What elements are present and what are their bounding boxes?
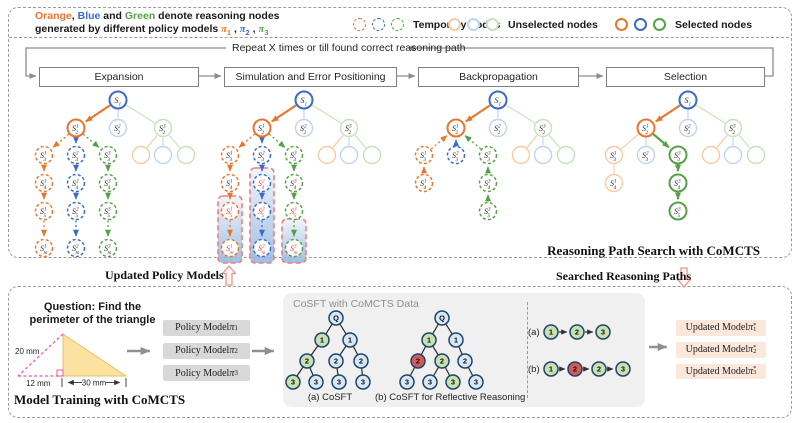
legend-note-part: Green xyxy=(124,10,156,22)
updated-model-box-2: Updated Model π*2 xyxy=(676,342,766,358)
tmp-node-icon xyxy=(391,18,404,31)
legend-note-part: , xyxy=(231,23,240,36)
tmp-node-icon xyxy=(372,18,385,31)
legend-note-part: 2 xyxy=(245,28,250,38)
up-arrow-icon xyxy=(221,265,237,286)
legend-item-label: Selected nodes xyxy=(675,18,753,31)
legend-note-part: 1 xyxy=(226,28,232,38)
repeat-label: Repeat X times or till found correct rea… xyxy=(232,42,466,54)
legend-note-part: denote reasoning nodes xyxy=(155,10,280,22)
tmp-node-icon xyxy=(353,18,366,31)
legend-note-part: and xyxy=(100,10,125,22)
top-section-border xyxy=(8,7,792,258)
legend-note-part: Orange xyxy=(35,10,72,22)
legend-item-un: Unselected nodes xyxy=(448,18,598,31)
legend-note-part: π xyxy=(239,24,246,36)
question-text: Question: Find the perimeter of the tria… xyxy=(29,301,156,327)
caption-searched-reasoning-paths: Searched Reasoning Paths xyxy=(556,269,692,283)
legend-note-part: π xyxy=(258,24,265,36)
updated-model-box-3: Updated Model π*3 xyxy=(676,363,766,379)
sel-node-icon xyxy=(653,18,666,31)
bottom-section-border xyxy=(8,286,792,418)
legend-note-part: generated by different policy models xyxy=(35,23,222,36)
stage-simulation: Simulation and Error Positioning xyxy=(224,67,397,87)
un-node-icon xyxy=(467,18,480,31)
tree-caption-b: (b) CoSFT for Reflective Reasoning xyxy=(375,392,526,403)
legend-note-part: π xyxy=(221,24,227,36)
un-node-icon xyxy=(486,18,499,31)
legend-item-label: Unselected nodes xyxy=(508,18,598,31)
caption-model-training: Model Training with CoMCTS xyxy=(14,392,186,407)
sel-node-icon xyxy=(615,18,628,31)
legend-item-sel: Selected nodes xyxy=(615,18,752,31)
caption-updated-policy-models: Updated Policy Models xyxy=(105,268,224,282)
legend-note-part: , xyxy=(71,10,78,22)
sel-node-icon xyxy=(634,18,647,31)
caption-reasoning-path-search: Reasoning Path Search with CoMCTS xyxy=(547,243,760,258)
legend-divider xyxy=(9,37,789,38)
cosft-panel xyxy=(283,293,645,407)
legend-note-part: 3 xyxy=(264,28,269,38)
legend-note: Orange, Blue and Green denote reasoning … xyxy=(35,10,280,38)
stage-backpropagation: Backpropagation xyxy=(418,67,579,87)
stage-selection: Selection xyxy=(606,67,765,87)
legend-note-line2: generated by different policy models π1 … xyxy=(35,23,280,37)
tree-caption-a: (a) CoSFT xyxy=(307,392,353,403)
legend-note-part: , xyxy=(249,23,259,36)
legend-note-line1: Orange, Blue and Green denote reasoning … xyxy=(35,10,280,23)
cosft-panel-title: CoSFT with CoMCTS Data xyxy=(293,298,419,310)
panel-divider xyxy=(527,302,528,398)
legend-note-part: Blue xyxy=(77,10,101,22)
stage-expansion: Expansion xyxy=(39,67,199,87)
updated-model-box-1: Updated Model π*1 xyxy=(676,320,766,336)
un-node-icon xyxy=(448,18,461,31)
